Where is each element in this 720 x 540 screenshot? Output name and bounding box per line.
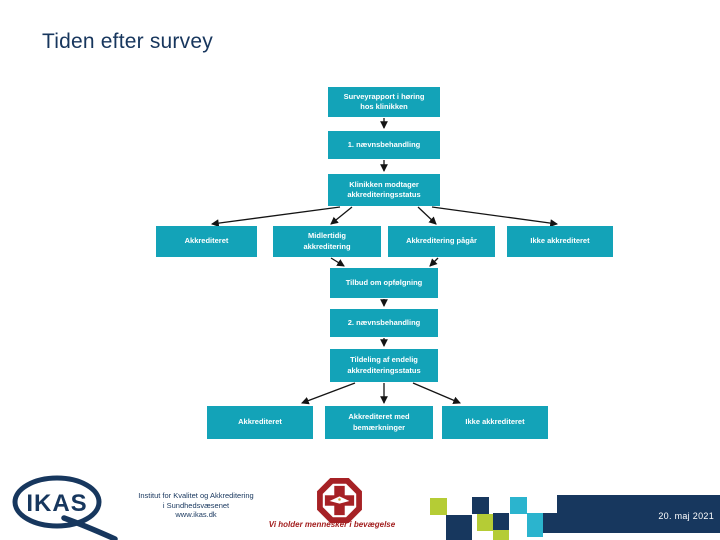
flow-node-label: Akkrediteret (238, 417, 282, 427)
institute-line-2: i Sundhedsvæsenet (162, 500, 230, 510)
ikas-logo: IKAS (12, 475, 118, 540)
flow-arrow (301, 382, 356, 405)
flow-node-label: akkrediteringsstatus (347, 190, 421, 199)
slogan-text: Vi holder mennesker i bevægelse (268, 520, 396, 529)
flow-node-label: akkreditering (303, 241, 351, 251)
flow-arrow (431, 206, 559, 227)
slide-title: Tiden efter survey (42, 30, 213, 53)
mosaic-square-navy (557, 495, 720, 533)
flow-arrow (210, 206, 341, 227)
flow-node-label: bemærkninger (352, 422, 406, 432)
flow-node-label: Tildeling af endelig (350, 355, 418, 365)
flow-node-label: Ikke akkrediteret (465, 417, 525, 427)
institute-website: www.ikas.dk (175, 510, 217, 520)
flow-node-label: Akkrediteret med (348, 412, 410, 422)
flow-node-label: 2. nævnsbehandling (347, 317, 421, 327)
flow-node-label: Klinikken modtager (349, 179, 419, 189)
mosaic-square-navy (446, 515, 472, 540)
mosaic-square-lime (493, 530, 509, 540)
mosaic-square-lime (477, 514, 493, 531)
flow-node-label: Ikke akkrediteret (530, 236, 590, 246)
emblem-octagon-logo (317, 478, 362, 523)
flow-node-label: Tilbud om opfølgning (345, 277, 423, 287)
flow-node-naevnsbehandling-1: 1. nævnsbehandling (328, 131, 440, 159)
ikas-logo-text: IKAS (26, 490, 87, 517)
mosaic-square-cyan (527, 513, 543, 537)
mosaic-square-navy (493, 513, 509, 530)
flow-node-label: akkrediteringsstatus (347, 365, 421, 375)
flow-node-ikke-akkrediteret-2: Ikke akkrediteret (442, 406, 548, 439)
mosaic-square-cyan (510, 497, 527, 514)
slide-date: 20. maj 2021 (658, 511, 714, 521)
mosaic-square-lime (430, 498, 447, 515)
flow-node-label: Akkreditering pågår (406, 236, 477, 246)
institute-line-1: Institut for Kvalitet og Akkreditering (138, 491, 254, 500)
flow-node-ikke-akkrediteret-1: Ikke akkrediteret (507, 226, 613, 257)
flow-node-label: 1. nævnsbehandling (347, 139, 421, 149)
flow-arrow (417, 206, 437, 225)
flow-arrow (429, 257, 439, 267)
flow-node-label: Midlertidig (308, 231, 346, 241)
flow-arrow (412, 382, 461, 404)
institute-text: Institut for Kvalitet og Akkreditering i… (118, 491, 274, 520)
mosaic-square-navy (472, 497, 489, 514)
flow-node-naevnsbehandling-2: 2. nævnsbehandling (330, 309, 438, 337)
flow-node-akkrediteret-2: Akkrediteret (207, 406, 313, 439)
flow-node-akkrediteret-1: Akkrediteret (156, 226, 257, 257)
flow-node-label: Akkrediteret (184, 236, 229, 246)
flow-node-label: hos klinikken (360, 102, 408, 111)
flow-node-tilbud-om-opfoelgning: Tilbud om opfølgning (330, 268, 438, 298)
flow-arrow (330, 206, 353, 225)
mosaic-square-navy (543, 513, 557, 533)
flow-node-label: Surveyrapport i høring (343, 91, 425, 101)
flow-node-akkreditering-paagaar: Akkreditering pågår (388, 226, 495, 257)
flow-arrow (330, 257, 345, 267)
